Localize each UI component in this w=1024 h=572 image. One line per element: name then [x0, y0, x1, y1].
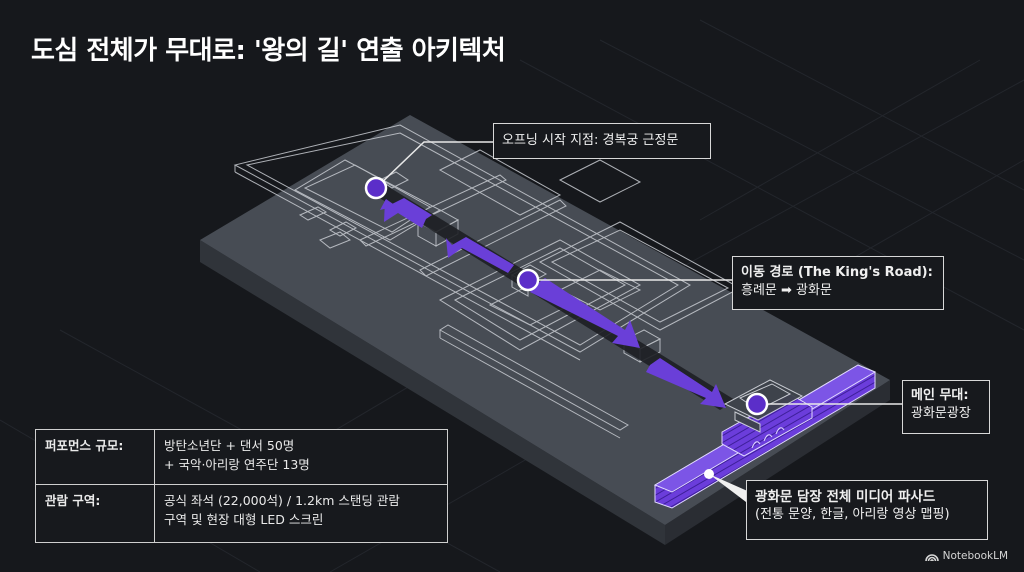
location-markers	[364, 176, 769, 479]
callout-media-facade: 광화문 담장 전체 미디어 파사드 (전통 문양, 한글, 아리랑 영상 맵핑)	[746, 480, 988, 540]
callout-opening-point: 오프닝 시작 지점: 경복궁 근정문	[493, 123, 711, 159]
row-value-line: 구역 및 현장 대형 LED 스크린	[164, 512, 324, 527]
notebooklm-watermark: NotebookLM	[924, 550, 1008, 562]
route-marker	[516, 268, 540, 292]
table-row-performance-scale: 퍼포먼스 규모: 방탄소년단 + 댄서 50명 + 국악·아리랑 연주단 13명	[35, 429, 448, 485]
callout-route-title: 이동 경로 (The King's Road):	[741, 265, 933, 280]
row-value-line: 방탄소년단 + 댄서 50명	[164, 438, 295, 453]
callout-stage-title: 메인 무대:	[911, 388, 969, 403]
page-title: 도심 전체가 무대로: '왕의 길' 연출 아키텍처	[31, 36, 506, 66]
facade-marker	[704, 469, 714, 479]
facade-pointer	[709, 474, 752, 505]
row-value: 공식 좌석 (22,000석) / 1.2km 스탠딩 관람 구역 및 현장 대…	[154, 484, 448, 543]
callout-main-stage: 메인 무대: 광화문광장	[902, 380, 990, 434]
row-value-line: + 국악·아리랑 연주단 13명	[164, 457, 310, 472]
stage-marker	[745, 392, 769, 416]
callout-kings-road: 이동 경로 (The King's Road): 흥례문 ➡ 광화문	[732, 256, 944, 310]
callout-facade-detail: (전통 문양, 한글, 아리랑 영상 맵핑)	[755, 507, 950, 522]
row-label: 퍼포먼스 규모:	[35, 429, 155, 485]
callout-opening-text: 오프닝 시작 지점: 경복궁 근정문	[502, 133, 679, 148]
callout-facade-title: 광화문 담장 전체 미디어 파사드	[755, 489, 936, 505]
row-label: 관람 구역:	[35, 484, 155, 543]
row-value: 방탄소년단 + 댄서 50명 + 국악·아리랑 연주단 13명	[154, 429, 448, 485]
info-table: 퍼포먼스 규모: 방탄소년단 + 댄서 50명 + 국악·아리랑 연주단 13명…	[35, 429, 448, 543]
row-value-line: 공식 좌석 (22,000석) / 1.2km 스탠딩 관람	[164, 493, 400, 508]
brand-label: NotebookLM	[942, 550, 1008, 562]
table-row-viewing-area: 관람 구역: 공식 좌석 (22,000석) / 1.2km 스탠딩 관람 구역…	[35, 484, 448, 543]
notebooklm-icon	[924, 554, 939, 561]
leader-lines	[375, 141, 902, 405]
callout-route-detail: 흥례문 ➡ 광화문	[741, 283, 832, 298]
platform	[200, 115, 890, 545]
opening-marker	[364, 176, 388, 200]
callout-stage-detail: 광화문광장	[911, 406, 971, 421]
route-arrows	[380, 198, 726, 408]
